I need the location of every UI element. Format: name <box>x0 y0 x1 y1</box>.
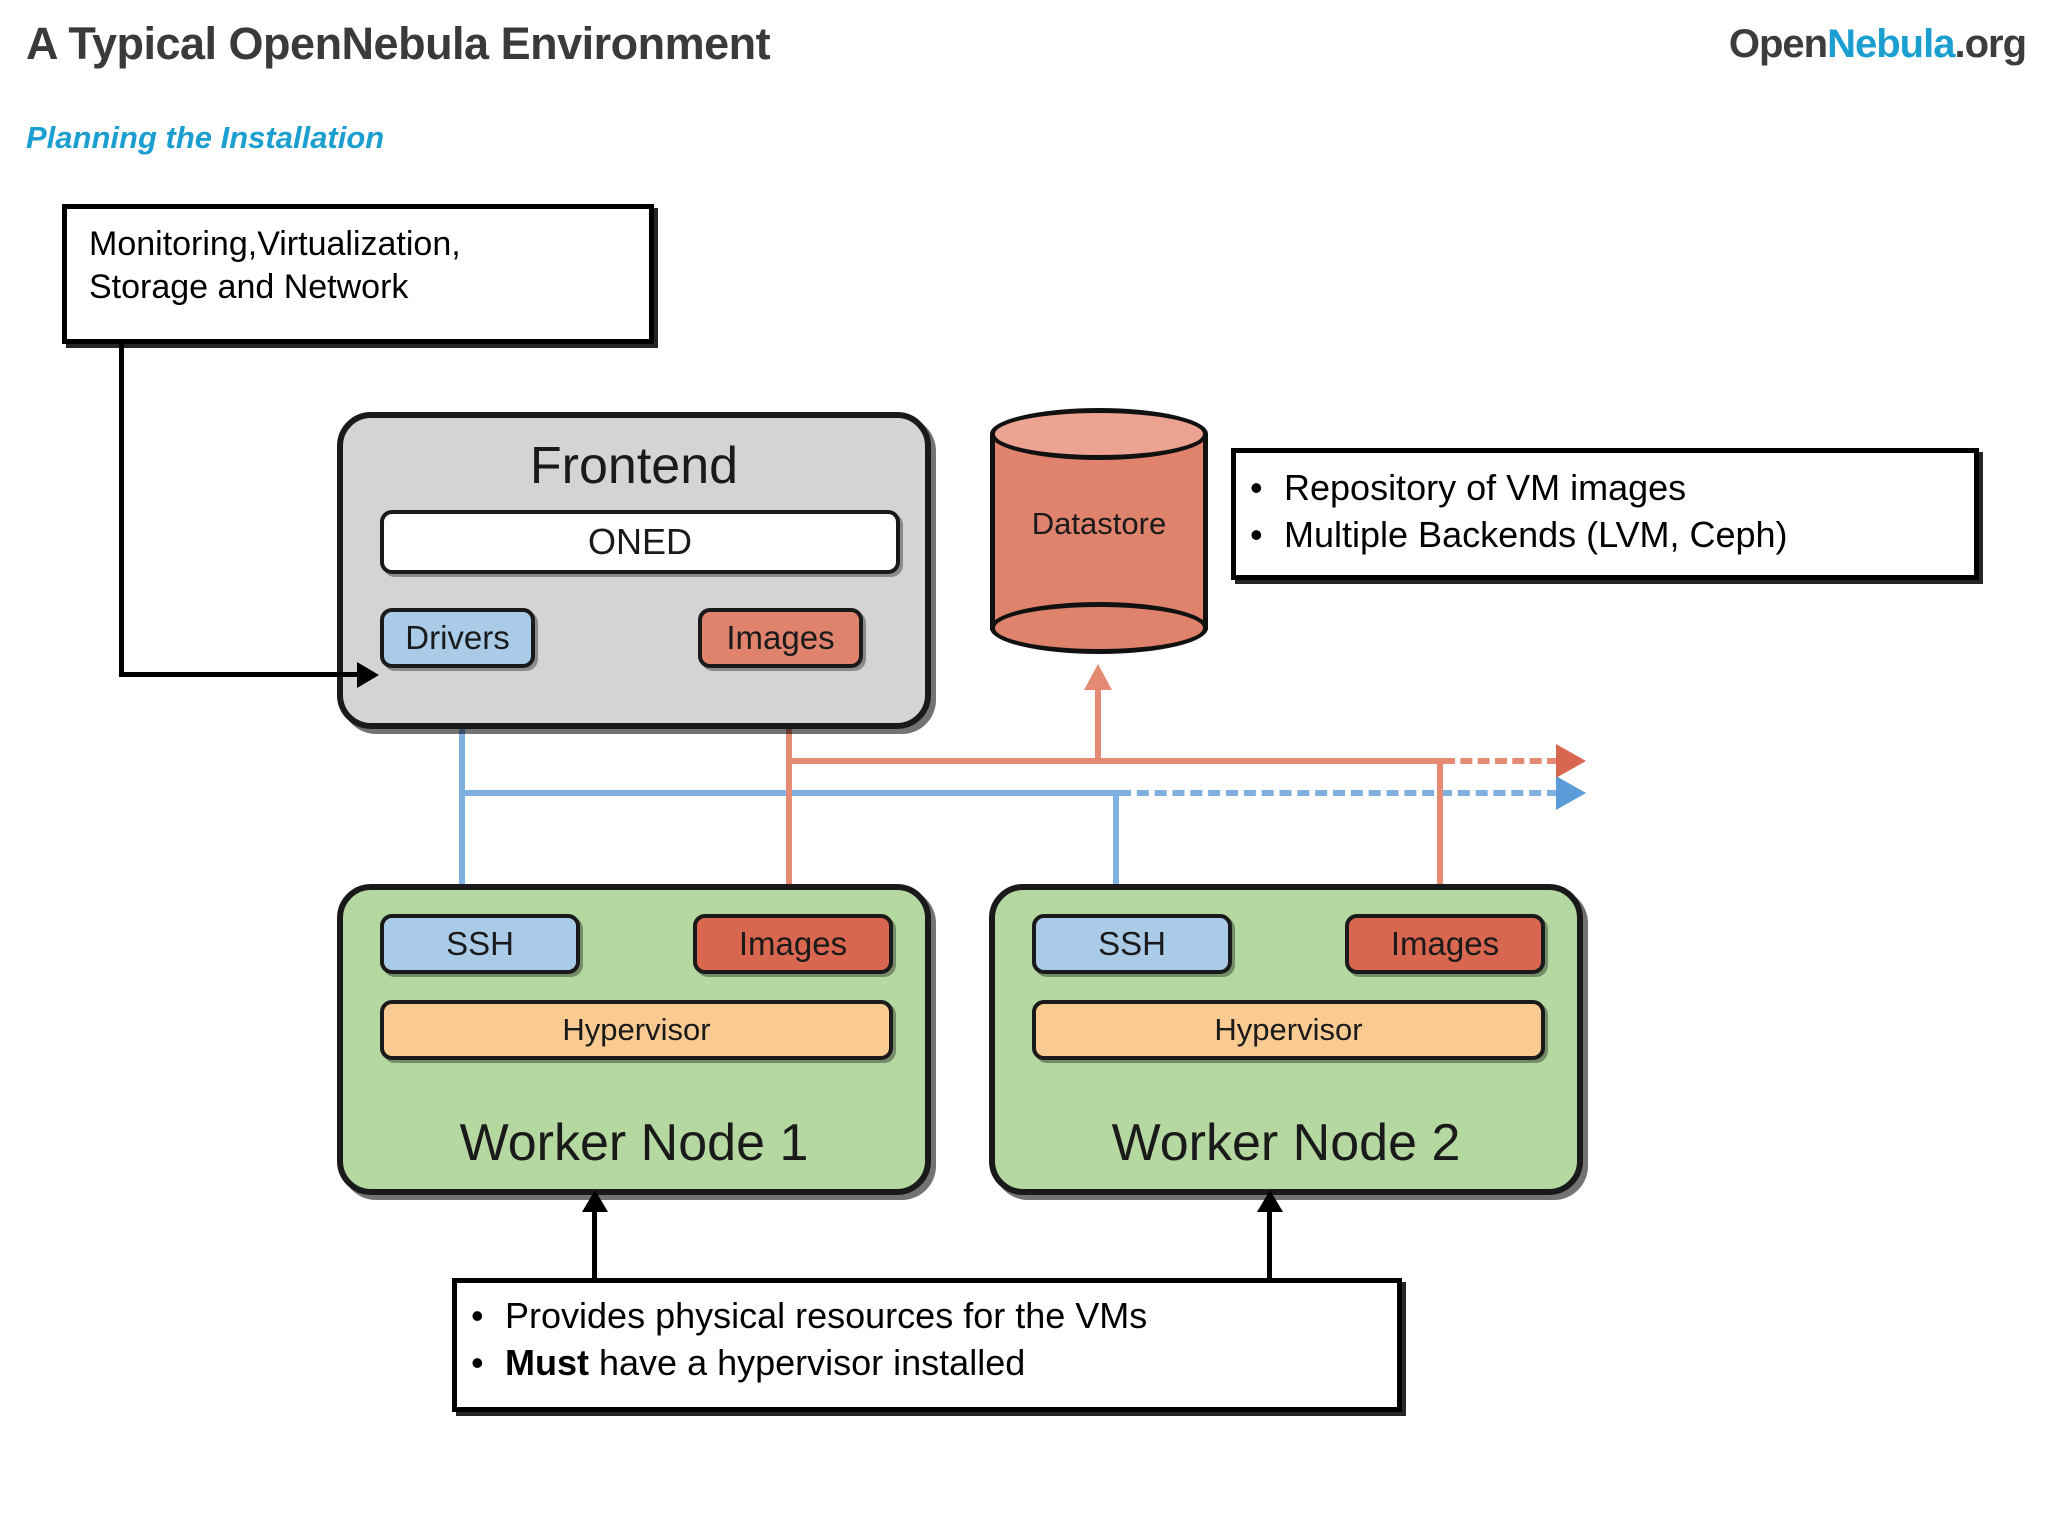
monitoring-leader-arrowhead-icon <box>357 662 379 688</box>
callout-monitoring: Monitoring,Virtualization, Storage and N… <box>62 204 654 344</box>
callout-worker-line-1: Provides physical resources for the VMs <box>505 1295 1148 1336</box>
red-connector-frontend-worker1 <box>786 726 792 912</box>
blue-connector-bus-worker2 <box>1113 790 1119 912</box>
logo-part-org: .org <box>1954 22 2027 66</box>
frontend-node[interactable]: Frontend ONED Drivers Images <box>337 412 931 729</box>
red-arrow-right-icon <box>1556 744 1586 778</box>
worker1-hypervisor-component[interactable]: Hypervisor <box>380 1000 893 1060</box>
callout-worker-bullet-2: • Must have a hypervisor installed <box>471 1340 1397 1387</box>
worker2-ssh-component[interactable]: SSH <box>1032 914 1232 974</box>
datastore-top-ellipse <box>990 408 1208 460</box>
red-dashed-extension <box>1443 758 1559 764</box>
callout-monitoring-line-1: Monitoring,Virtualization, <box>89 225 461 263</box>
opennebula-logo: OpenNebula.org <box>1728 22 2027 67</box>
bullet-dot-icon: • <box>1250 513 1263 555</box>
datastore-body <box>990 434 1208 630</box>
bullet-dot-icon: • <box>471 1341 484 1383</box>
logo-part-nebula: Nebula <box>1827 22 1955 66</box>
frontend-title: Frontend <box>529 437 739 495</box>
page-subtitle: Planning the Installation <box>26 120 385 155</box>
worker1-ssh-component[interactable]: SSH <box>380 914 580 974</box>
monitoring-leader-vertical <box>119 344 124 677</box>
worker1-images-component[interactable]: Images <box>693 914 893 974</box>
callout-worker-line-2-rest: have a hypervisor installed <box>589 1341 1026 1383</box>
worker-node-1-title: Worker Node 1 <box>459 1114 809 1172</box>
callout-datastore-line-1: Repository of VM images <box>1284 467 1687 508</box>
monitoring-leader-horizontal <box>119 672 359 677</box>
oned-component[interactable]: ONED <box>380 510 900 574</box>
callout-monitoring-line-2: Storage and Network <box>89 267 409 306</box>
callout-datastore-info: • Repository of VM images • Multiple Bac… <box>1231 448 1979 580</box>
worker2-leader-vertical <box>1267 1212 1272 1280</box>
bullet-dot-icon: • <box>1250 467 1263 508</box>
worker2-leader-arrowhead-icon <box>1257 1190 1283 1212</box>
callout-datastore-bullet-2: • Multiple Backends (LVM, Ceph) <box>1250 512 1974 559</box>
red-connector-datastore <box>1095 690 1101 760</box>
blue-arrow-right-icon <box>1556 776 1586 810</box>
callout-datastore-line-2: Multiple Backends (LVM, Ceph) <box>1284 513 1788 555</box>
red-arrow-up-datastore-icon <box>1084 664 1112 690</box>
worker1-leader-vertical <box>592 1212 597 1280</box>
datastore-label: Datastore <box>1031 506 1167 541</box>
worker2-images-component[interactable]: Images <box>1345 914 1545 974</box>
red-bus-horizontal <box>786 758 1443 764</box>
blue-connector-frontend-worker1 <box>459 726 465 912</box>
worker1-leader-arrowhead-icon <box>582 1190 608 1212</box>
callout-worker-line-2-bold: Must <box>505 1341 589 1383</box>
worker-node-2[interactable]: Worker Node 2 SSH Images Hypervisor <box>989 884 1583 1195</box>
callout-worker-info: • Provides physical resources for the VM… <box>452 1278 1402 1412</box>
red-connector-bus-worker2 <box>1437 758 1443 912</box>
callout-worker-bullet-1: • Provides physical resources for the VM… <box>471 1293 1397 1340</box>
worker-node-1[interactable]: Worker Node 1 SSH Images Hypervisor <box>337 884 931 1195</box>
worker2-hypervisor-component[interactable]: Hypervisor <box>1032 1000 1545 1060</box>
datastore-cylinder[interactable]: Datastore <box>990 408 1208 654</box>
logo-part-open: Open <box>1728 22 1828 66</box>
bullet-dot-icon: • <box>471 1295 484 1336</box>
worker-node-2-title: Worker Node 2 <box>1111 1114 1461 1172</box>
datastore-bottom-ellipse <box>990 602 1208 654</box>
blue-dashed-extension <box>1119 790 1559 796</box>
drivers-component[interactable]: Drivers <box>380 608 535 668</box>
callout-datastore-bullet-1: • Repository of VM images <box>1250 465 1974 512</box>
page-title: A Typical OpenNebula Environment <box>26 18 771 69</box>
frontend-images-component[interactable]: Images <box>698 608 863 668</box>
